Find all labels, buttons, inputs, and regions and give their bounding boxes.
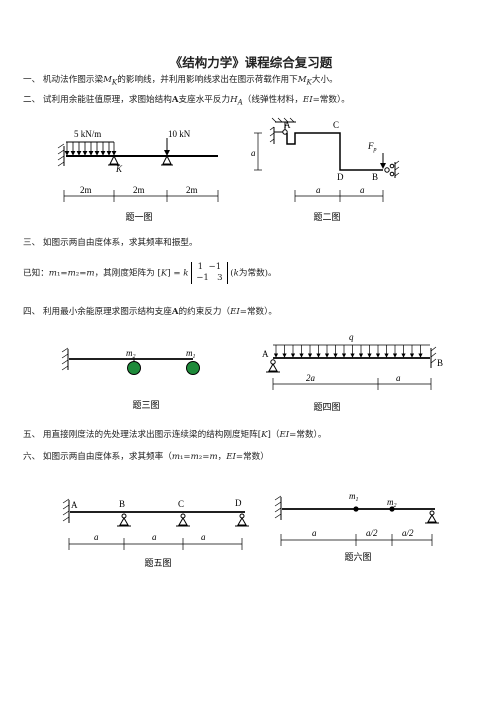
fig6-m1: m1 xyxy=(349,491,359,503)
fig4-span-1: 2a xyxy=(306,373,316,383)
fig2-dim-2: a xyxy=(360,185,365,195)
fig4-label-a: A xyxy=(262,349,269,359)
question-1: 一、 机动法作图示梁MK的影响线，并利用影响线求出在图示荷载作用下MK大小。 xyxy=(23,75,338,87)
question-3: 三、 如图示两自由度体系，求其频率和振型。 xyxy=(23,238,198,248)
figure-4: q A B 2a a 题四图 xyxy=(262,332,443,412)
question-3-known: 已知：m₁=m₂=m，其刚度矩阵为 [K] = k 1 −1−1 3 (k为常数… xyxy=(23,262,277,284)
fig2-label-a: A xyxy=(284,120,291,130)
fig5-label-d: D xyxy=(235,498,242,508)
fig3-mass-2 xyxy=(127,361,141,375)
fig5-label-c: C xyxy=(178,499,184,509)
fig5-span-1: a xyxy=(94,532,99,542)
fig6-span-1: a xyxy=(312,528,317,538)
fig2-dim-1: a xyxy=(316,185,321,195)
fig1-span-1: 2m xyxy=(80,185,92,195)
fig3-m2: m2 xyxy=(126,348,136,360)
fig2-force: Fp xyxy=(367,141,377,153)
fig5-label-b: B xyxy=(119,499,125,509)
fig1-span-2: 2m xyxy=(133,185,145,195)
fig2-label-d: D xyxy=(337,172,344,182)
fig6-span-3: a/2 xyxy=(402,528,414,538)
fig6-mass-1 xyxy=(353,506,359,512)
fig6-mass-2 xyxy=(389,506,395,512)
fig3-m1: m1 xyxy=(186,348,196,360)
fig4-span-2: a xyxy=(396,373,401,383)
fig3-mass-1 xyxy=(186,361,200,375)
fig5-span-3: a xyxy=(201,532,206,542)
figure-2: A C D B Fp a a a 题二图 xyxy=(251,117,400,222)
fig6-span-2: a/2 xyxy=(366,528,378,538)
fig6-caption: 题六图 xyxy=(344,551,371,562)
fig2-label-c: C xyxy=(333,120,339,130)
figure-5: A B C D a a a 题五图 xyxy=(62,498,249,568)
question-5: 五、 用直接刚度法的先处理法求出图示连续梁的结构刚度矩阵[K]（EI=常数）。 xyxy=(23,430,327,440)
fig1-load-point: 10 kN xyxy=(168,129,191,139)
fig1-caption: 题一图 xyxy=(125,212,152,222)
fig1-span-3: 2m xyxy=(186,185,198,195)
fig2-label-b: B xyxy=(372,172,378,182)
fig2-dim-h: a xyxy=(251,148,256,158)
fig3-caption: 题三图 xyxy=(132,400,159,410)
question-2: 二、 试利用余能驻值原理，求图始结构A支座水平反力HA（线弹性材料，EI=常数）… xyxy=(23,95,350,107)
fig5-caption: 题五图 xyxy=(144,558,171,568)
fig4-caption: 题四图 xyxy=(313,402,340,412)
fig4-load-q: q xyxy=(349,332,354,342)
figure-6: m1 m2 a a/2 a/2 题六图 xyxy=(274,491,439,562)
question-6: 六、 如图示两自由度体系，求其频率（m₁=m₂=m，EI=常数） xyxy=(23,452,269,462)
fig6-m2: m2 xyxy=(387,497,397,509)
page-title: 《结构力学》课程综合复习题 xyxy=(169,55,333,70)
figure-3: m2 m1 题三图 xyxy=(61,347,200,410)
fig5-label-a: A xyxy=(71,500,78,510)
question-4: 四、 利用最小余能原理求图示结构支座A的约束反力（EI=常数）。 xyxy=(23,307,278,317)
fig1-point-k: K xyxy=(115,164,123,174)
fig1-load-dist: 5 kN/m xyxy=(74,129,101,139)
fig4-label-b: B xyxy=(437,358,443,368)
fig2-caption: 题二图 xyxy=(313,212,340,222)
fig5-span-2: a xyxy=(152,532,157,542)
figure-1: 5 kN/m 10 kN K 2m 2m 2m 题一图 xyxy=(57,129,219,222)
